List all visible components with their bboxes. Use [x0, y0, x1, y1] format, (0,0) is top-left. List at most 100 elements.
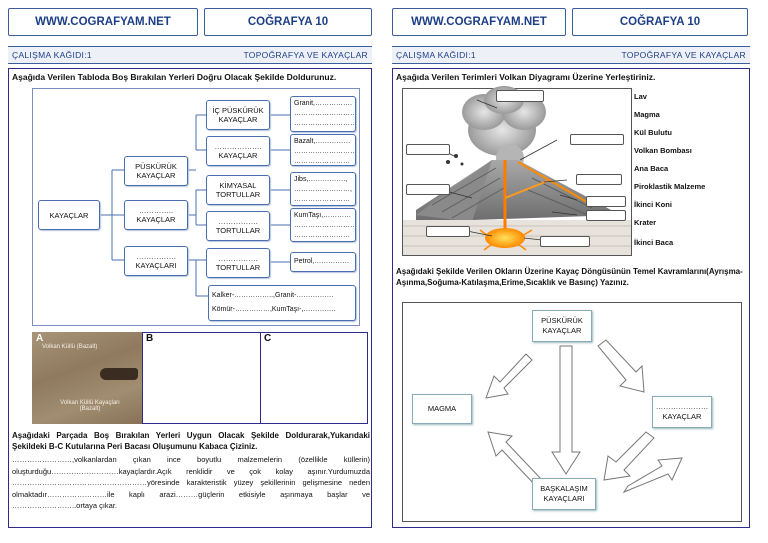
photo-label-1: Volkan Küllü (Bazalt) — [42, 344, 98, 350]
panel-letter-c: C — [264, 333, 272, 344]
blank-kayaclari-box: ……………. KAYAÇLARI — [124, 246, 188, 276]
fill-in-paragraph[interactable]: ……………………,volkanlardan çıkan ince boyutlu… — [12, 455, 370, 510]
blank-kayaclar-2-box: ………………. KAYAÇLAR — [206, 136, 270, 166]
term-volkan-bombasi: Volkan Bombası — [634, 146, 692, 155]
volcano-illustration — [403, 86, 631, 255]
term-krater: Krater — [634, 218, 657, 227]
diagram-connectors — [100, 114, 290, 297]
cycle-blank-label: KAYAÇLAR — [662, 412, 702, 421]
ic-puskuruk-box: İÇ PÜSKÜRÜK KAYAÇLAR — [206, 100, 270, 130]
blank-kayaclar-dots: ………….. — [138, 206, 174, 215]
photo-label-2: Volkan Küllü Kayaçları (Bazalt) — [60, 400, 120, 412]
cycle-baskalasim-box: BAŞKALAŞIM KAYAÇLARI — [532, 478, 596, 510]
answer-line: Jibs,……………., — [294, 176, 348, 183]
cycle-blank-dots: ………………… — [655, 402, 709, 411]
answer-line: …………………… — [294, 158, 350, 165]
left-content-frame — [8, 68, 372, 528]
left-worksheet-page: WWW.COGRAFYAM.NET COĞRAFYA 10 ÇALIŞMA KA… — [8, 0, 380, 543]
rock-cycle-frame — [402, 302, 742, 522]
answer-line: Petrol,…………… — [294, 258, 350, 265]
answer-box-kumtasi[interactable]: KumTaşı,………… ……………………… …………………… — [290, 208, 356, 242]
answer-line: ………………………. — [294, 110, 356, 117]
answer-box-bazalt[interactable]: Bazalt,…………… ……………………… …………………… — [290, 134, 356, 166]
answer-box-petrol[interactable]: Petrol,…………… — [290, 252, 356, 272]
left-instruction-1: Aşağıda Verilen Tabloda Boş Bırakılan Ye… — [12, 72, 337, 82]
left-site-header: WWW.COGRAFYAM.NET — [8, 8, 198, 36]
volcano-label-blank-4[interactable] — [426, 226, 470, 237]
rock-classification-diagram — [32, 88, 360, 326]
answer-line: Bazalt,…………… — [294, 138, 351, 145]
rock-cycle-arrows — [485, 339, 683, 494]
drawing-area-c[interactable] — [262, 346, 366, 422]
answer-box-granit[interactable]: Granit,……………. ………………………. ……………………….. — [290, 96, 356, 132]
blank-tortullar-1-label: TORTULLAR — [215, 226, 261, 235]
term-ana-baca: Ana Baca — [634, 164, 669, 173]
term-magma: Magma — [634, 110, 660, 119]
panel-letter-a: A — [36, 333, 44, 344]
blank-kayaclar-2-label: KAYAÇLAR — [218, 151, 258, 160]
volcano-label-blank-2[interactable] — [406, 144, 450, 155]
volcano-diagram-frame — [402, 88, 632, 256]
blank-kayaclari-dots: ……………. — [136, 252, 176, 261]
volcanic-tuff-photo: Volkan Küllü (Bazalt) Volkan Küllü Kayaç… — [32, 332, 142, 424]
term-ikinci-baca: İkinci Baca — [634, 238, 674, 247]
answer-line: KumTaşı,………… — [294, 212, 352, 219]
panel-divider — [260, 332, 261, 424]
left-subheader: ÇALIŞMA KAĞIDI:1 TOPOĞRAFYA VE KAYAÇLAR — [8, 46, 372, 64]
answer-line: ……………………… — [294, 222, 356, 229]
blank-kayaclar-label: KAYAÇLAR — [136, 215, 176, 224]
blank-kayaclar-box: ………….. KAYAÇLAR — [124, 200, 188, 230]
answer-line: Kalker-……………..,Granit-……………. — [212, 292, 334, 299]
term-kul-bulutu: Kül Bulutu — [634, 128, 672, 137]
answer-line: ……………………….. — [294, 120, 356, 127]
answer-line: …………………… — [294, 232, 350, 239]
blank-kayaclari-label: KAYAÇLARI — [135, 261, 177, 270]
root-kayaclar-box: KAYAÇLAR — [38, 200, 100, 230]
cycle-blank-kayaclar-box: ………………… KAYAÇLAR — [652, 396, 712, 428]
cycle-magma-box: MAGMA — [412, 394, 472, 424]
photo-dark-cavity — [100, 368, 138, 380]
answer-line: ……………………, — [294, 186, 352, 193]
volcano-label-blank-9[interactable] — [540, 236, 590, 247]
right-site-header: WWW.COGRAFYAM.NET — [392, 8, 566, 36]
volcano-label-blank-3[interactable] — [406, 184, 450, 195]
answer-line: Granit,……………. — [294, 100, 352, 107]
right-content-frame — [392, 68, 750, 528]
drawing-area-b[interactable] — [144, 346, 258, 422]
volcano-label-blank-8[interactable] — [586, 210, 626, 221]
right-topic-label: TOPOĞRAFYA VE KAYAÇLAR — [621, 50, 746, 60]
cycle-puskuruk-box: PÜSKÜRÜK KAYAÇLAR — [532, 310, 592, 342]
left-instruction-2: Aşağıdaki Parçada Boş Bırakılan Yerleri … — [12, 431, 370, 451]
answer-line: Kömür-……………,KumTaşı-,………….. — [212, 306, 336, 313]
left-topic-label: TOPOĞRAFYA VE KAYAÇLAR — [243, 50, 368, 60]
blank-kayaclar-2-dots: ………………. — [214, 142, 262, 151]
volcano-label-blank-6[interactable] — [576, 174, 622, 185]
right-course-header: COĞRAFYA 10 — [572, 8, 748, 36]
right-worksheet-page: WWW.COGRAFYAM.NET COĞRAFYA 10 ÇALIŞMA KA… — [392, 0, 764, 543]
answer-box-rock-pairs[interactable]: Kalker-……………..,Granit-……………. Kömür-……………… — [208, 285, 356, 321]
right-subheader: ÇALIŞMA KAĞIDI:1 TOPOĞRAFYA VE KAYAÇLAR — [392, 46, 750, 64]
volcano-label-blank-1[interactable] — [496, 90, 544, 102]
right-instruction-1: Aşağıda Verilen Terimleri Volkan Diyagra… — [396, 72, 656, 82]
answer-line: ……………………… — [294, 148, 356, 155]
blank-tortullar-2-dots: ……………. — [218, 254, 258, 263]
blank-tortullar-1-box: ……………. TORTULLAR — [206, 211, 270, 241]
term-lav: Lav — [634, 92, 647, 101]
volcano-label-blank-7[interactable] — [586, 196, 626, 207]
blank-tortullar-2-label: TORTULLAR — [215, 263, 261, 272]
answer-line: …………………… — [294, 196, 350, 203]
term-ikinci-koni: İkinci Koni — [634, 200, 672, 209]
panel-divider — [142, 332, 143, 424]
kimyasal-tortullar-box: KİMYASAL TORTULLAR — [206, 175, 270, 205]
left-course-header: COĞRAFYA 10 — [204, 8, 372, 36]
puskuruk-kayaclar-box: PÜSKÜRÜK KAYAÇLAR — [124, 156, 188, 186]
panel-letter-b: B — [146, 333, 154, 344]
blank-tortullar-1-dots: ……………. — [218, 217, 258, 226]
term-piroklastik: Piroklastik Malzeme — [634, 182, 706, 191]
blank-tortullar-2-box: ……………. TORTULLAR — [206, 248, 270, 278]
right-instruction-2: Aşağıdaki Şekilde Verilen Okların Üzerin… — [396, 267, 743, 287]
volcano-label-blank-5[interactable] — [570, 134, 624, 145]
right-sheet-label: ÇALIŞMA KAĞIDI:1 — [396, 50, 476, 60]
left-sheet-label: ÇALIŞMA KAĞIDI:1 — [12, 50, 92, 60]
answer-box-jibs[interactable]: Jibs,……………., ……………………, …………………… — [290, 172, 356, 206]
